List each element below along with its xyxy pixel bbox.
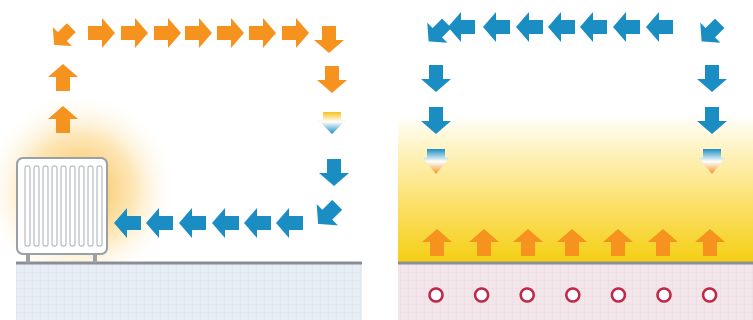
warm-air-arrow <box>121 18 148 48</box>
warm-air-arrow <box>52 23 76 47</box>
heating-pipe <box>519 287 535 303</box>
cool-air-arrow <box>516 12 543 42</box>
radiator-fin <box>69 165 76 247</box>
cool-air-arrow <box>427 18 452 43</box>
cool-air-arrow <box>548 12 575 42</box>
warm-air-arrow <box>48 64 78 91</box>
cool-air-arrow <box>646 12 673 42</box>
underfloor-pipes <box>428 287 718 303</box>
floor-left <box>16 263 362 320</box>
radiator <box>16 157 108 263</box>
warm-air-arrow <box>422 229 452 256</box>
right-airflow-arrows <box>421 12 727 256</box>
cool-air-arrow <box>580 12 607 42</box>
cool-air-arrow <box>114 208 141 238</box>
radiator-panel <box>0 18 362 320</box>
warm-air-arrow <box>249 18 276 48</box>
radiator-fin <box>96 165 103 247</box>
cool-air-arrow <box>179 208 206 238</box>
warm-air-arrow <box>282 18 309 48</box>
cool-air-arrow <box>316 199 343 226</box>
cooling-transition-arrow <box>318 112 346 134</box>
warm-air-arrow <box>48 106 78 133</box>
warm-air-arrow <box>648 229 678 256</box>
cool-air-arrow <box>276 208 303 238</box>
radiator-fin <box>60 165 67 247</box>
cool-air-arrow <box>697 65 727 92</box>
underfloor-panel <box>398 12 753 320</box>
warm-air-arrow <box>557 229 587 256</box>
cool-air-arrow <box>421 107 451 134</box>
warming-transition-arrow <box>699 149 725 174</box>
heating-pipe <box>656 287 672 303</box>
heating-pipe <box>428 287 444 303</box>
cool-air-arrow <box>244 208 271 238</box>
radiator-fin <box>78 165 85 247</box>
heating-pipe <box>473 287 490 303</box>
warm-air-arrow <box>154 18 181 48</box>
cool-air-arrow <box>448 12 475 42</box>
cool-air-arrow <box>146 208 173 238</box>
warm-air-arrow <box>217 18 244 48</box>
cool-air-arrow <box>319 159 349 186</box>
heating-pipe <box>565 287 581 303</box>
warm-air-arrow <box>88 18 115 48</box>
cool-air-arrow <box>613 12 640 42</box>
warm-air-arrow <box>695 229 725 256</box>
heating-pipe <box>701 287 718 303</box>
cool-air-arrow <box>212 208 239 238</box>
cool-air-arrow <box>700 18 725 43</box>
warming-transition-arrow <box>423 149 449 174</box>
cool-air-arrow <box>421 65 451 92</box>
heating-pipe <box>610 287 627 303</box>
warm-air-arrow <box>185 18 212 48</box>
radiator-fin <box>33 165 40 247</box>
warm-air-arrow <box>469 229 499 256</box>
warm-air-arrow <box>513 229 543 256</box>
radiator-fin <box>24 165 31 247</box>
left-airflow-arrows <box>48 18 349 238</box>
warm-air-arrow <box>317 66 347 93</box>
radiator-fin <box>42 165 49 247</box>
radiator-fin <box>87 165 94 247</box>
radiator-fin <box>51 165 58 247</box>
warm-air-arrow <box>314 26 344 53</box>
cool-air-arrow <box>483 12 510 42</box>
warm-air-arrow <box>603 229 633 256</box>
cool-air-arrow <box>697 107 727 134</box>
